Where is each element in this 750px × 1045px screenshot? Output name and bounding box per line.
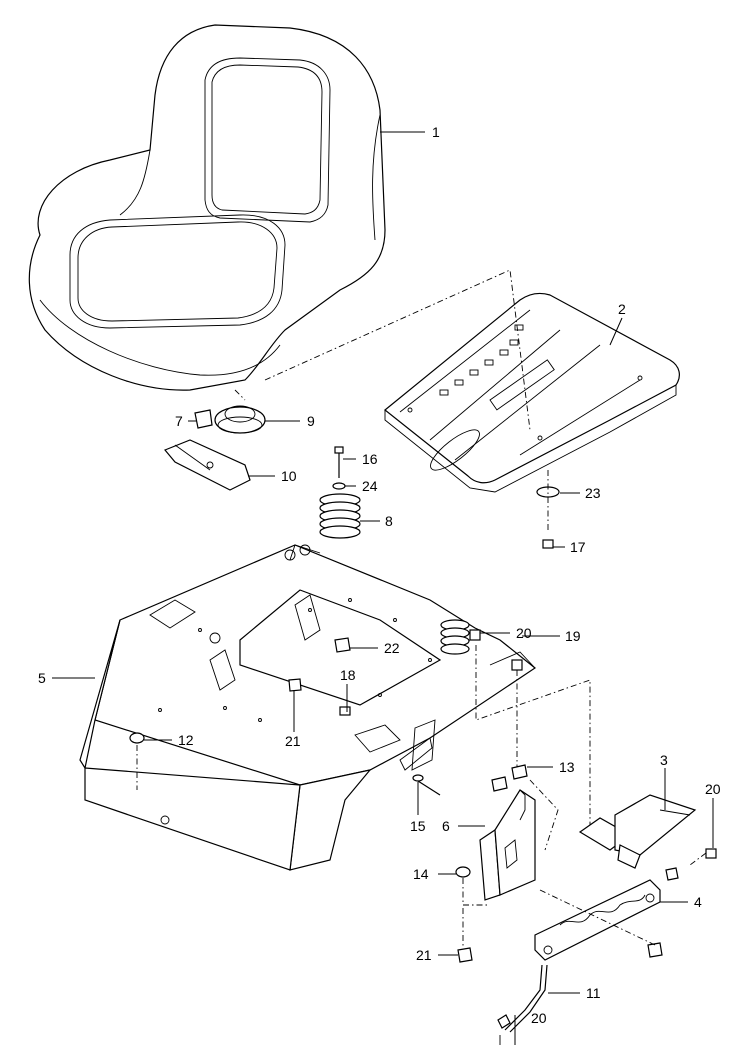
callout-5: 5 bbox=[38, 670, 46, 686]
frame-spring bbox=[440, 619, 470, 655]
callout-11: 11 bbox=[586, 985, 601, 1001]
plug-14 bbox=[455, 866, 490, 906]
callout-22: 22 bbox=[384, 640, 400, 656]
callout-1: 1 bbox=[432, 124, 440, 140]
bracket-4 bbox=[534, 870, 669, 961]
callout-24: 24 bbox=[362, 478, 378, 494]
callout-13: 13 bbox=[559, 759, 575, 775]
callout-15: 15 bbox=[410, 818, 426, 834]
bolt-16 bbox=[334, 446, 344, 478]
bolt-19 bbox=[511, 659, 523, 671]
callout-16: 16 bbox=[362, 451, 378, 467]
nut-21 bbox=[457, 908, 473, 963]
bolt-20-right bbox=[689, 848, 717, 866]
bolt-18 bbox=[339, 706, 351, 716]
callout-23: 23 bbox=[585, 485, 601, 501]
clip-13 bbox=[491, 764, 528, 792]
frame bbox=[79, 544, 537, 871]
callout-20-bottom: 20 bbox=[531, 1010, 547, 1026]
bolt-17 bbox=[542, 539, 554, 549]
washer-24 bbox=[332, 482, 346, 490]
callout-20-right: 20 bbox=[705, 781, 721, 797]
callout-10: 10 bbox=[281, 468, 297, 484]
callout-21-frame: 21 bbox=[285, 733, 301, 749]
callout-21-bottom: 21 bbox=[416, 947, 432, 963]
callout-9: 9 bbox=[307, 413, 315, 429]
pin-15 bbox=[412, 774, 441, 796]
bolt-20-top bbox=[469, 629, 481, 641]
bolt-4-top bbox=[665, 867, 679, 881]
callout-2: 2 bbox=[618, 301, 626, 317]
callout-14: 14 bbox=[413, 866, 429, 882]
callout-8: 8 bbox=[385, 513, 393, 529]
cable-11 bbox=[497, 964, 548, 1045]
callout-7: 7 bbox=[175, 413, 183, 429]
callout-3: 3 bbox=[660, 752, 668, 768]
spring-8 bbox=[319, 493, 361, 539]
knob-9 bbox=[214, 405, 266, 434]
washer-23 bbox=[536, 470, 560, 530]
nut-7 bbox=[194, 409, 213, 429]
seat-pan bbox=[384, 292, 680, 493]
callout-17: 17 bbox=[570, 539, 586, 555]
callout-20-top: 20 bbox=[516, 625, 532, 641]
nut-22 bbox=[334, 637, 351, 653]
nut-21-frame bbox=[288, 678, 302, 692]
seat bbox=[28, 24, 386, 391]
bracket-10 bbox=[164, 439, 251, 491]
callout-18: 18 bbox=[340, 667, 356, 683]
callout-6: 6 bbox=[442, 818, 450, 834]
callout-12: 12 bbox=[178, 732, 194, 748]
bracket-3 bbox=[578, 794, 697, 869]
leader-lines bbox=[52, 131, 714, 1045]
bracket-6 bbox=[479, 789, 536, 901]
plug-12 bbox=[129, 732, 145, 790]
callout-19: 19 bbox=[565, 628, 581, 644]
callout-4: 4 bbox=[694, 894, 702, 910]
